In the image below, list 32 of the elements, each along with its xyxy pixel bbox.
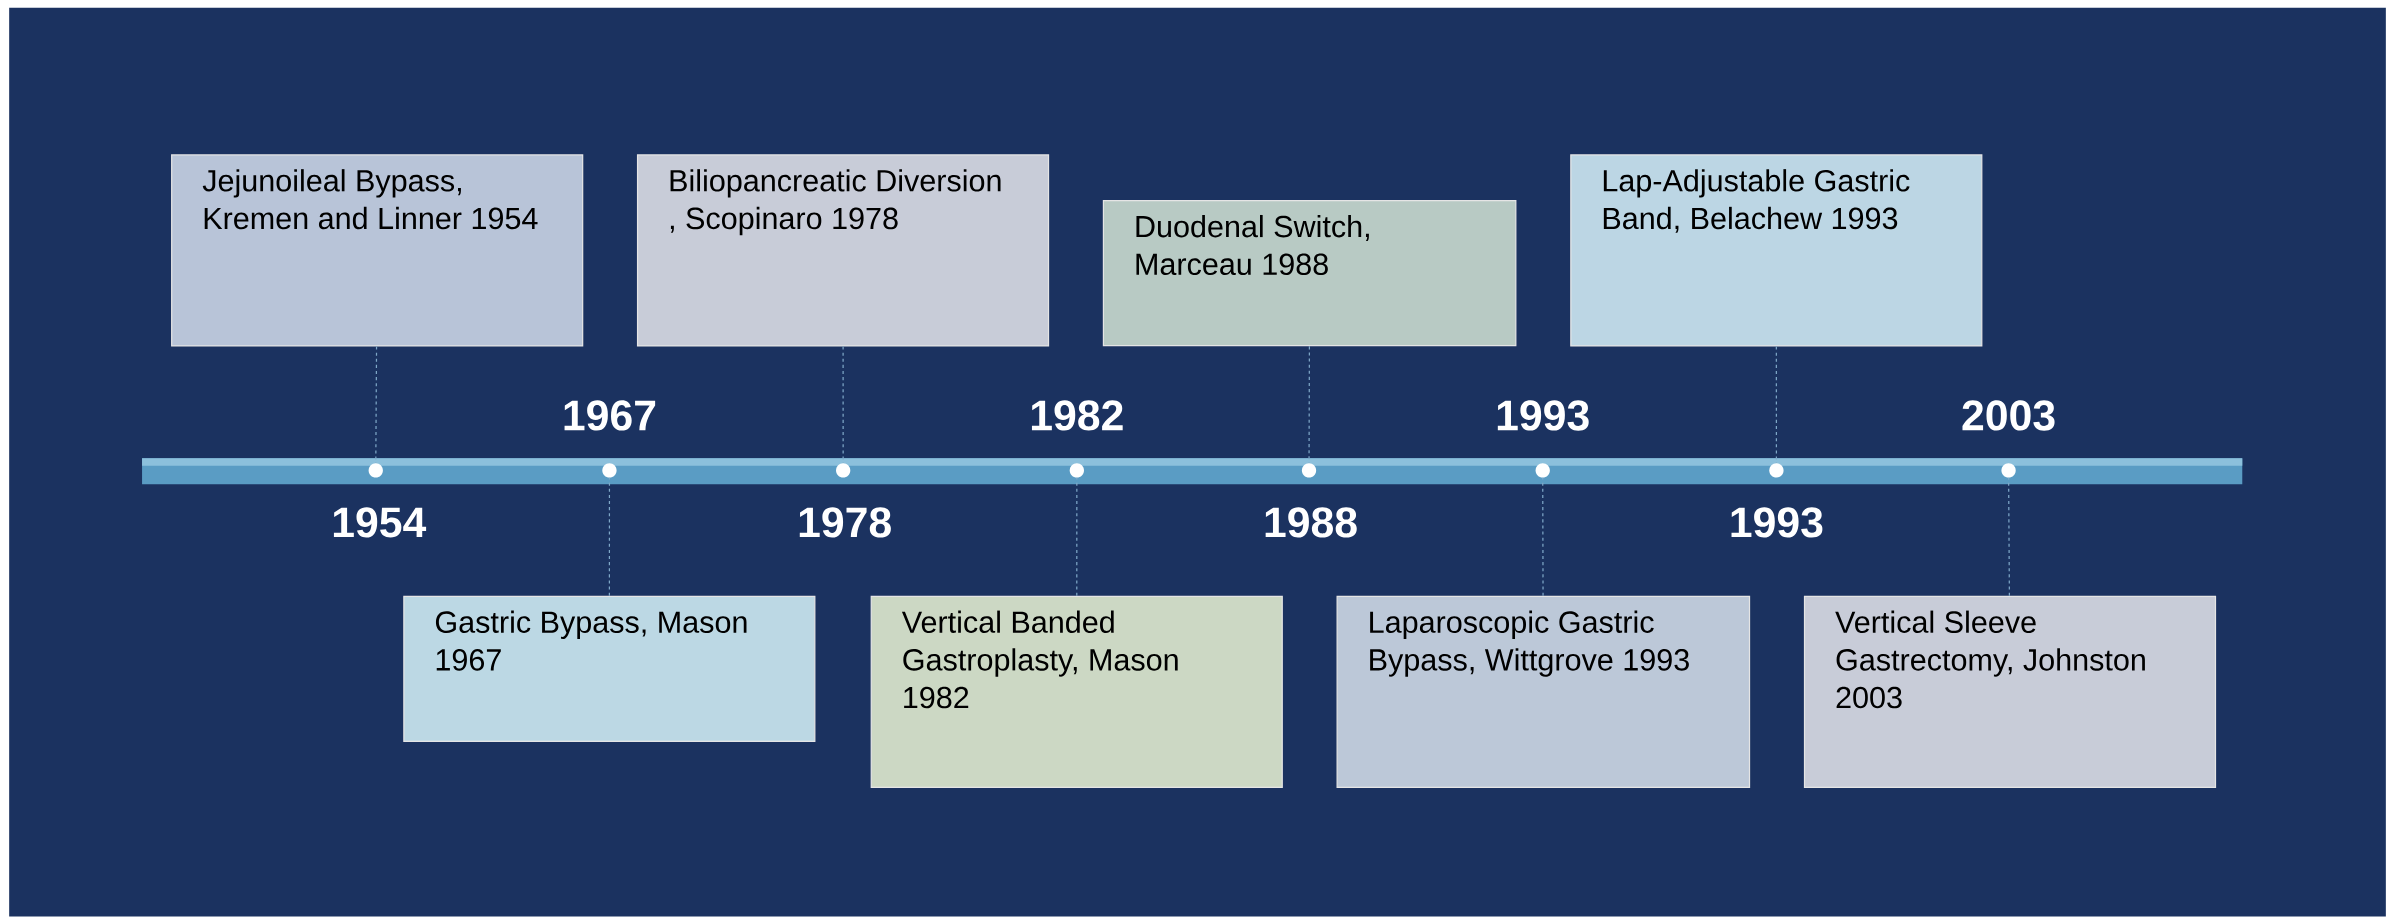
event-box: Laparoscopic Gastric Bypass, Wittgrove 1993: [1336, 595, 1751, 789]
timeline-dot: [1069, 463, 1084, 478]
year-label: 1954: [333, 507, 427, 538]
year-label: 1993: [1497, 400, 1589, 431]
year-label: 1967: [564, 400, 656, 431]
leader-line: [2008, 477, 2010, 597]
timeline-dot: [602, 463, 617, 478]
event-box: Biliopancreatic Diversion , Scopinaro 1978: [636, 154, 1050, 347]
event-box: Gastric Bypass, Mason 1967: [403, 595, 816, 743]
year-label: 1982: [1031, 400, 1123, 431]
event-box: Jejunoileal Bypass, Kremen and Linner 1954: [171, 154, 584, 347]
year-label: 1978: [799, 507, 891, 538]
event-box: Vertical Sleeve Gastrectomy, Johnston 2003: [1803, 595, 2217, 789]
year-label: 1993: [1731, 507, 1823, 538]
event-box: Vertical Banded Gastroplasty, Mason 1982: [870, 595, 1283, 789]
leader-line: [1775, 346, 1777, 464]
timeline-dot: [2001, 463, 2016, 478]
leader-line: [842, 346, 844, 464]
leader-line: [1076, 477, 1078, 597]
timeline-dot: [836, 463, 851, 478]
timeline-dot: [1769, 463, 1784, 478]
year-label: 1988: [1265, 507, 1357, 538]
timeline-dot: [368, 463, 383, 478]
leader-line: [1542, 477, 1544, 597]
leader-line: [1308, 345, 1310, 464]
leader-line: [608, 477, 611, 597]
event-box: Lap-Adjustable Gastric Band, Belachew 1993: [1570, 154, 1983, 347]
leader-line: [375, 346, 378, 464]
timeline-dot: [1301, 463, 1317, 478]
event-box: Duodenal Switch, Marceau 1988: [1102, 200, 1517, 347]
timeline-dot: [1535, 463, 1550, 478]
year-label: 2003: [1962, 400, 2055, 431]
